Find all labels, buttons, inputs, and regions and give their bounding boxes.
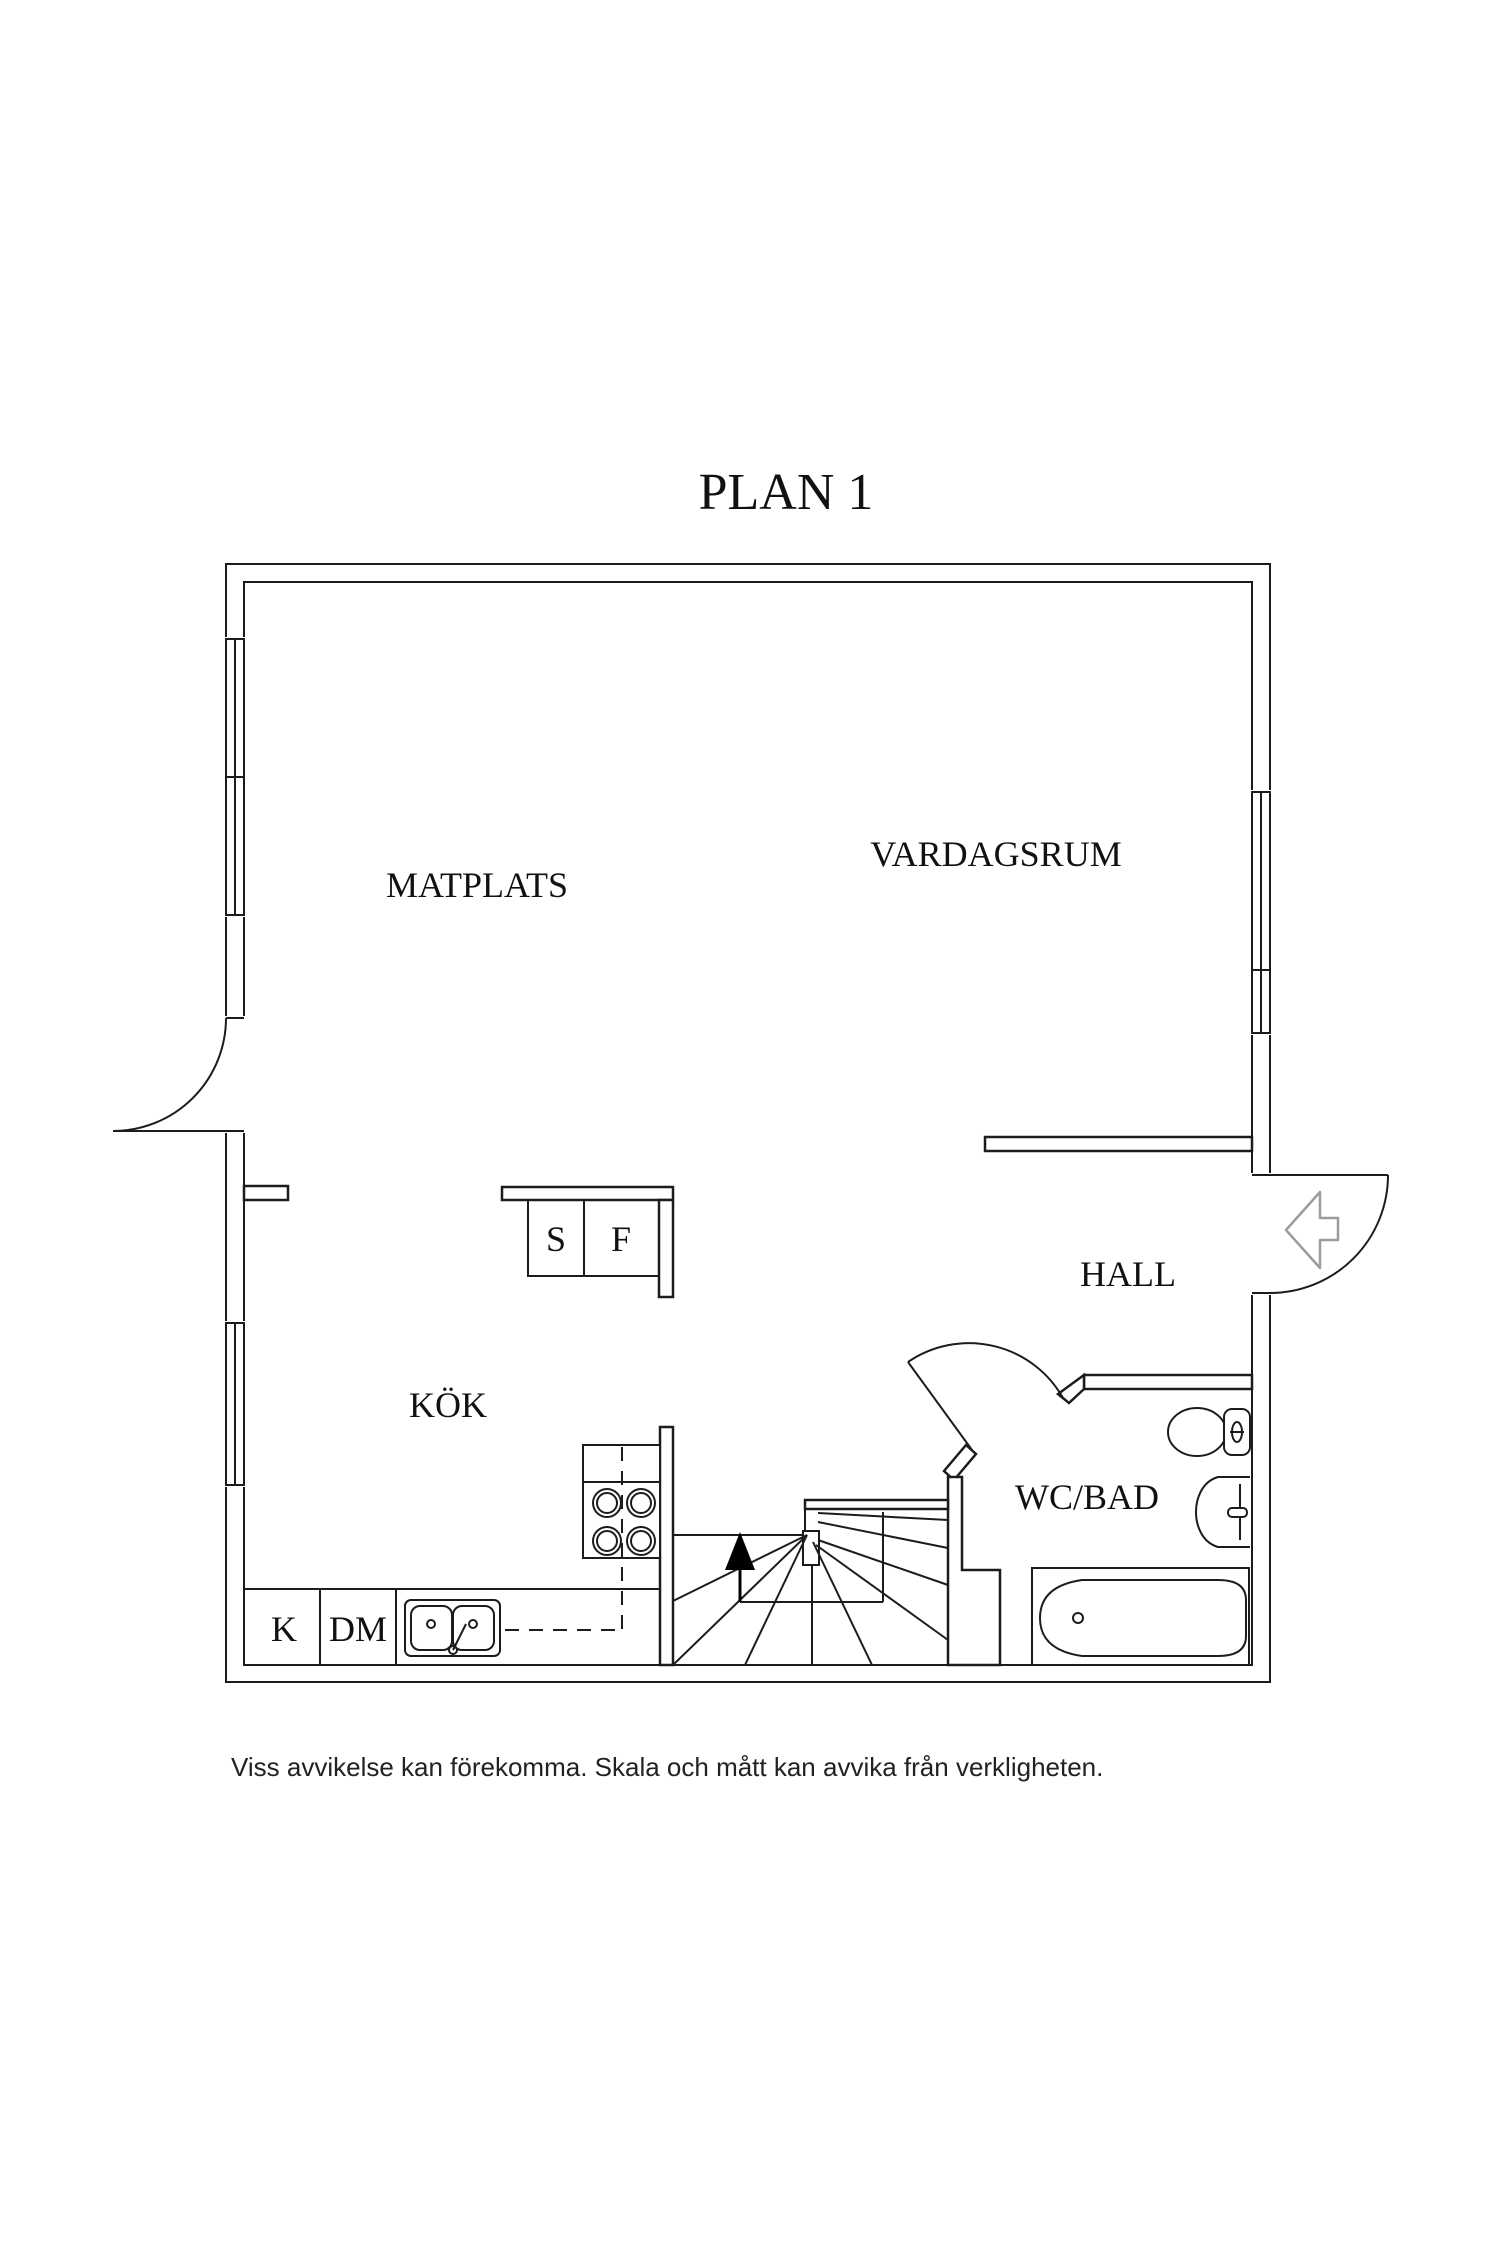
bath-door-jamb-right: [1055, 1372, 1086, 1405]
appliance-label-k: K: [271, 1609, 297, 1649]
left-exterior-door: [112, 1017, 244, 1132]
plan-title: PLAN 1: [699, 464, 874, 521]
bath-stair-wall: [946, 1475, 1002, 1667]
room-label-matplats: MATPLATS: [386, 865, 568, 905]
left-double-window: [225, 638, 245, 916]
closet-label-s: S: [546, 1219, 566, 1259]
disclaimer-text: Viss avvikelse kan förekomma. Skala och …: [231, 1752, 1103, 1782]
appliance-label-dm: DM: [329, 1609, 387, 1649]
door-swing-arc: [907, 1342, 1064, 1399]
hall-bath-wall: [1082, 1373, 1254, 1391]
fixture-labels: S F K DM: [271, 1199, 660, 1649]
closet-top-wall: [500, 1185, 675, 1202]
bathtub-icon: [1031, 1567, 1250, 1666]
interior-walls: [242, 1135, 1254, 1667]
stove-burners-icon: [592, 1488, 656, 1556]
closet-label-f: F: [611, 1219, 631, 1259]
kitchen: [244, 1444, 661, 1665]
closet-boxes: [527, 1199, 660, 1277]
left-door-opening: [223, 1016, 247, 1133]
entry-door-opening: [1249, 1173, 1273, 1295]
room-label-vardagsrum: VARDAGSRUM: [870, 834, 1121, 874]
left-wall-stub: [242, 1184, 290, 1202]
room-label-hall: HALL: [1080, 1254, 1176, 1294]
bathroom-sink-icon: [1194, 1476, 1250, 1548]
stair-up-arrow-icon: [725, 1532, 755, 1602]
hall-livingroom-wall: [983, 1135, 1254, 1153]
door-leaf: [907, 1361, 973, 1451]
windows: [225, 638, 1271, 1486]
room-label-kok: KÖK: [409, 1385, 487, 1425]
entry-arrow-icon: [1284, 1190, 1340, 1270]
bathroom-door: [907, 1342, 1064, 1451]
staircase: [672, 1500, 949, 1666]
right-window: [1251, 791, 1271, 1034]
kitchen-stair-wall: [658, 1425, 675, 1667]
room-label-wcbad: WC/BAD: [1015, 1477, 1159, 1517]
entry-door: [1252, 1174, 1389, 1294]
toilet-icon: [1167, 1407, 1251, 1457]
door-swing-arc: [112, 1017, 227, 1132]
closet-side-wall: [657, 1198, 675, 1299]
stair-top-wall: [803, 1498, 950, 1511]
kitchen-sink-icon: [404, 1599, 501, 1657]
room-labels: MATPLATS VARDAGSRUM HALL KÖK WC/BAD: [386, 834, 1176, 1517]
door-swing-arc: [1269, 1174, 1389, 1294]
bathroom-fixtures: [1031, 1407, 1251, 1666]
left-lower-window: [225, 1322, 245, 1486]
